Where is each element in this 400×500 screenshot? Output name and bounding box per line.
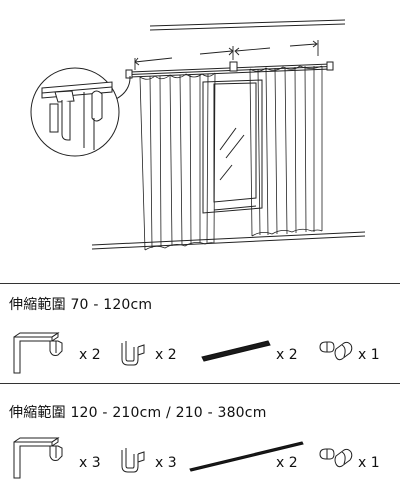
wall-bracket-icon [13,332,63,374]
ceiling-bracket-icon [121,448,145,473]
wall-bracket-icon [13,437,63,479]
quantity-ceiling-bracket: x 3 [155,455,177,471]
quantity-curtain-rod: x 2 [276,347,298,363]
quantity-end-cap: x 1 [358,347,380,363]
quantity-wall-bracket: x 2 [79,347,101,363]
bracket-detail-callout [30,67,131,157]
section-title-large-range: 伸縮範圍 120 - 210cm / 210 - 380cm [9,405,267,421]
parts-row-large-range: x 3 x 3 x 2 x 1 [0,432,400,482]
extension-arrows-icon [134,40,319,70]
window [202,79,263,214]
divider-middle [0,383,400,384]
curtain-rod-icon [201,340,271,362]
quantity-end-cap: x 1 [358,455,380,471]
end-cap-icon [319,448,353,468]
section-title-small-range: 伸縮範圍 70 - 120cm [9,297,153,313]
divider-top [0,283,400,284]
floor-line [91,231,366,250]
right-curtain [249,65,323,237]
ceiling-bracket-icon [121,341,145,366]
parts-row-small-range: x 2 x 2 x 2 x 1 [0,325,400,375]
quantity-ceiling-bracket: x 2 [155,347,177,363]
curtain-rod-icon [189,441,304,472]
quantity-wall-bracket: x 3 [79,455,101,471]
ceiling-line [149,19,346,31]
left-curtain [139,72,216,251]
curtain-rod-installation-illustration [30,19,366,251]
quantity-curtain-rod: x 2 [276,455,298,471]
end-cap-icon [319,341,353,361]
curtain-rod [125,61,334,79]
